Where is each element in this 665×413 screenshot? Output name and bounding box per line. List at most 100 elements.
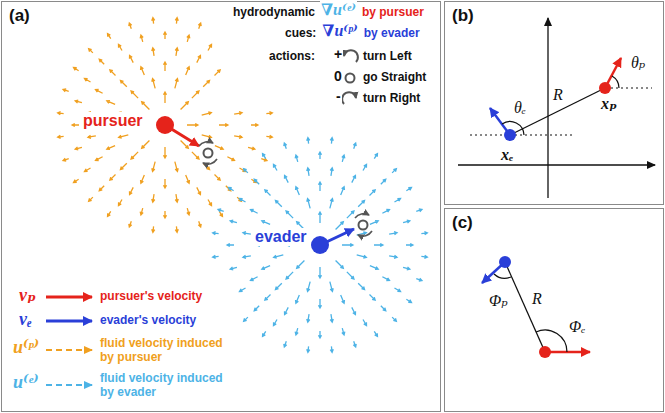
angle-label: θₚ: [630, 54, 646, 72]
flow-arrow: [119, 199, 123, 205]
flow-arrow: [330, 199, 333, 209]
flow-arrow: [369, 294, 375, 300]
flow-arrow: [197, 56, 201, 63]
angle-label: Φₚ: [488, 292, 509, 310]
flow-arrow: [284, 307, 288, 314]
flow-arrow: [89, 49, 93, 53]
flow-arrow: [140, 35, 143, 42]
flow-arrow: [369, 190, 375, 196]
flow-arrow: [353, 143, 356, 149]
flow-arrow: [381, 306, 386, 311]
flow-arrow: [163, 62, 166, 71]
flow-arrow: [347, 272, 354, 279]
flow-arrow: [198, 23, 201, 29]
flow-arrow: [163, 32, 166, 39]
flow-arrow: [187, 123, 198, 126]
flow-arrow: [263, 331, 266, 336]
action-sign: -: [335, 89, 342, 104]
flow-arrow: [227, 157, 234, 161]
math-symbol: ∇u⁽ᵉ⁾: [320, 1, 357, 19]
flow-arrow: [58, 112, 64, 115]
flow-arrow: [108, 34, 111, 39]
distance-label: R: [531, 290, 543, 308]
flow-arrow: [230, 220, 237, 223]
flow-arrow: [227, 243, 234, 246]
flow-arrow: [99, 186, 104, 191]
flow-arrow: [370, 221, 378, 225]
flow-arrow: [239, 288, 245, 292]
legend-symbol: vₑ: [18, 310, 33, 330]
flow-arrow: [202, 112, 212, 115]
flow-arrow: [330, 282, 333, 292]
flow-arrow: [318, 182, 321, 191]
flow-arrow: [358, 200, 364, 206]
flow-arrow: [358, 283, 364, 289]
flow-arrow: [265, 294, 271, 300]
flow-arrow: [175, 79, 178, 89]
flow-arrow: [389, 232, 397, 235]
legend-samples: [46, 297, 92, 385]
flow-arrow: [403, 267, 410, 270]
flow-arrow: [108, 211, 111, 216]
flow-arrow: [214, 174, 220, 180]
flow-arrow: [342, 328, 345, 335]
flow-arrow: [202, 135, 212, 138]
flow-arrow: [186, 175, 190, 183]
flow-arrow: [181, 141, 189, 149]
flow-arrow: [297, 261, 305, 269]
flow-arrow: [248, 147, 255, 150]
action-heading: actions:: [268, 50, 316, 63]
panel-label: (b): [452, 6, 474, 26]
flow-arrow: [243, 232, 251, 235]
flow-arrow: [213, 255, 219, 258]
flow-arrow: [307, 138, 310, 144]
flow-arrow: [163, 179, 166, 188]
flow-arrow: [141, 67, 145, 75]
flow-arrow: [295, 155, 298, 162]
action-sign: +: [333, 47, 343, 62]
flow-arrow: [296, 295, 300, 303]
flow-arrow: [203, 80, 209, 86]
flow-arrow: [330, 168, 333, 176]
flow-arrow: [342, 155, 345, 162]
flow-arrow: [234, 112, 242, 115]
flow-arrow: [230, 267, 237, 270]
flow-arrow: [318, 299, 321, 308]
flow-arrow: [262, 221, 270, 225]
flow-arrow: [357, 232, 367, 235]
math-symbol: ∇u⁽ᵖ⁾: [321, 22, 358, 40]
flow-arrow: [363, 164, 367, 170]
flow-arrow: [141, 175, 145, 183]
flow-arrow: [318, 152, 321, 159]
angle-label: Φₑ: [568, 318, 586, 336]
figure-panel: (c): [444, 208, 664, 412]
flow-arrow: [318, 267, 321, 278]
flow-arrow: [251, 277, 258, 281]
flow-arrow: [262, 266, 270, 270]
position-label: xₑ: [500, 146, 514, 164]
flow-arrow: [175, 194, 178, 202]
action-name: turn Right: [362, 92, 421, 105]
flow-arrow: [275, 283, 281, 289]
flow-arrow: [406, 188, 411, 191]
flow-arrow: [265, 190, 271, 196]
flow-arrow: [330, 346, 333, 352]
flow-arrow: [129, 23, 132, 29]
flow-arrow: [243, 255, 251, 258]
flow-arrow: [58, 135, 64, 138]
flow-arrow: [215, 146, 223, 150]
flow-arrow: [74, 179, 79, 182]
position-label: xₚ: [600, 95, 618, 113]
legend-symbol: u⁽ᵖ⁾: [12, 338, 40, 358]
flow-arrow: [274, 255, 284, 258]
flow-arrow: [284, 341, 287, 347]
flow-arrow: [84, 168, 90, 172]
flow-arrow: [181, 102, 189, 110]
agent-name: evader: [254, 228, 308, 246]
flow-arrow: [275, 200, 281, 206]
flow-arrow: [239, 199, 245, 203]
cue-heading: cues:: [284, 27, 317, 40]
flow-arrow: [307, 282, 310, 292]
flow-arrow: [163, 147, 166, 158]
flow-arrow: [251, 209, 258, 213]
